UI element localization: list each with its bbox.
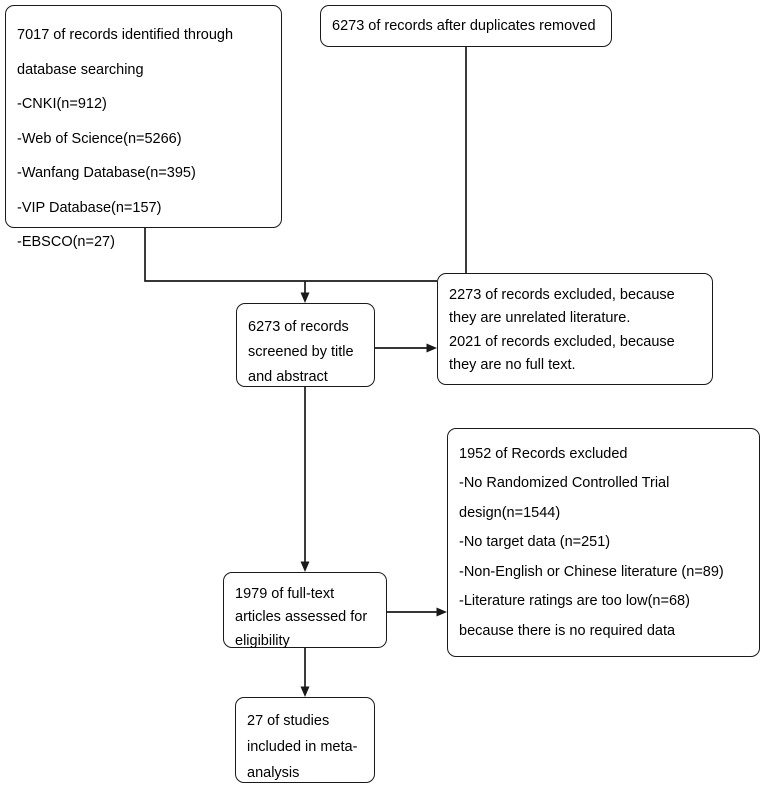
arrow-head-icon (300, 561, 310, 572)
connector-eligibility-to-excluded-full-text (387, 607, 447, 617)
box-studies-included: 27 of studies included in meta-analysis (235, 697, 375, 783)
box-records-excluded-screening: 2273 of records excluded, because they a… (437, 273, 713, 385)
box-records-excluded-screening-text: 2273 of records excluded, because they a… (449, 287, 675, 374)
box-records-excluded-full-text-text: 1952 of Records excluded -No Randomized … (459, 446, 724, 639)
box-records-excluded-full-text: 1952 of Records excluded -No Randomized … (447, 428, 760, 657)
arrow-head-icon (436, 607, 447, 617)
box-records-screened-text: 6273 of records screened by title and ab… (248, 319, 354, 385)
box-records-screened: 6273 of records screened by title and ab… (236, 303, 375, 387)
box-records-identified-text: 7017 of records identified through datab… (17, 27, 234, 250)
box-records-after-duplicates-removed-text: 6273 of records after duplicates removed (332, 18, 596, 34)
connector-screened-to-excluded-screening (375, 343, 437, 353)
box-records-after-duplicates-removed: 6273 of records after duplicates removed (320, 5, 612, 47)
arrow-head-icon (300, 686, 310, 697)
connector-eligibility-to-included (300, 648, 310, 697)
connector-identified-to-screened (144, 228, 437, 303)
arrow-head-icon (426, 343, 437, 353)
box-records-identified: 7017 of records identified through datab… (5, 5, 282, 250)
box-studies-included-text: 27 of studies included in meta-analysis (247, 713, 358, 781)
arrow-head-icon (300, 292, 310, 303)
box-full-text-articles-assessed-text: 1979 of full-text articles assessed for … (235, 586, 368, 649)
connector-screened-to-eligibility (300, 387, 310, 572)
box-full-text-articles-assessed: 1979 of full-text articles assessed for … (223, 572, 387, 649)
